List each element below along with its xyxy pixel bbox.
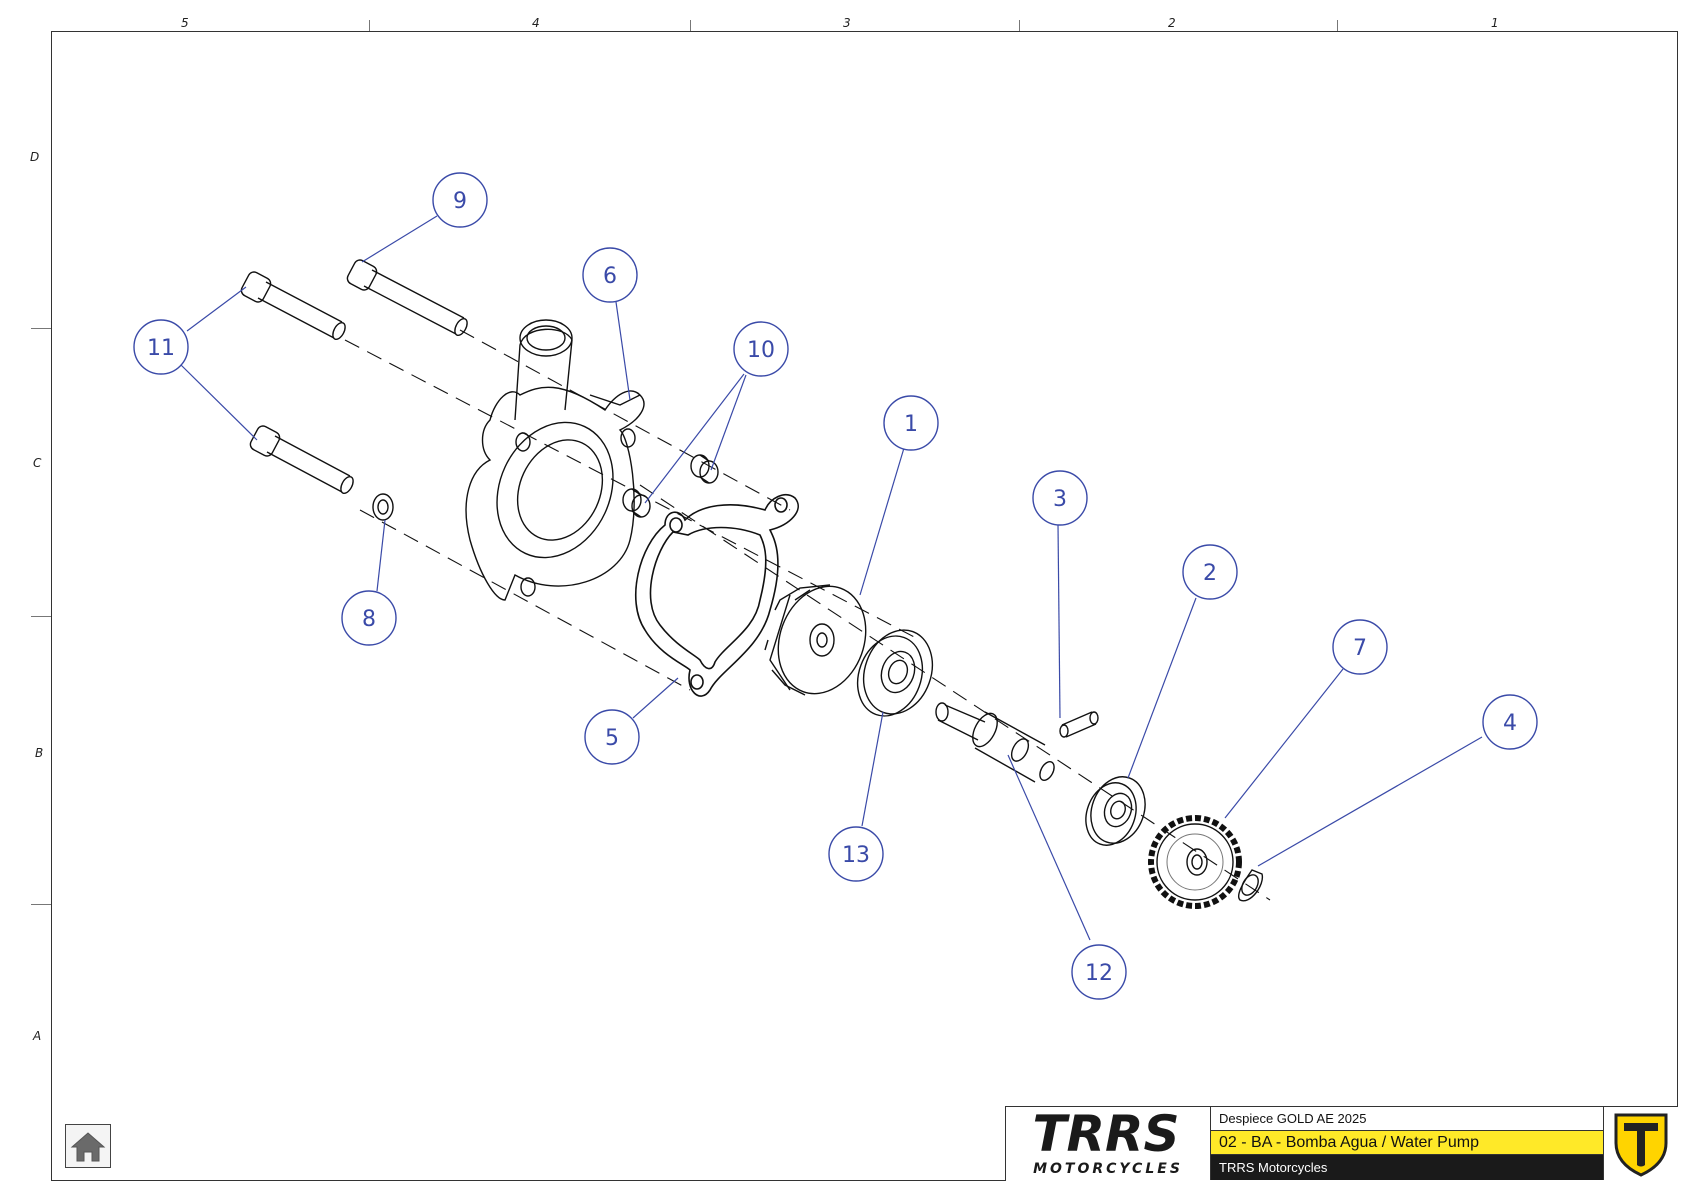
grid-tick: [690, 20, 691, 31]
callout-11-label: 11: [147, 336, 175, 361]
grid-tick: [1337, 20, 1338, 31]
callout-2: 2: [1182, 544, 1238, 600]
bolt-9: [346, 259, 468, 336]
grid-col-3: 3: [843, 16, 851, 30]
callout-1: 1: [883, 395, 939, 451]
grid-col-4: 4: [532, 16, 540, 30]
callout-3: 3: [1032, 470, 1088, 526]
leader-lines: [180, 215, 1483, 941]
bearing-13: [856, 629, 934, 717]
grid-row-a: A: [33, 1029, 42, 1043]
callout-9-label: 9: [453, 189, 467, 214]
callout-10: 10: [733, 321, 789, 377]
document-title: Despiece GOLD AE 2025: [1211, 1107, 1603, 1131]
callout-4-label: 4: [1503, 711, 1517, 736]
pin-3: [1059, 711, 1099, 738]
spacer-10-a: [622, 488, 651, 518]
title-block: TRRS MOTORCYCLES Despiece GOLD AE 2025 0…: [1005, 1105, 1679, 1181]
callout-3-label: 3: [1053, 487, 1067, 512]
bolt-11-lower: [249, 425, 354, 494]
logo-sub: MOTORCYCLES: [1033, 1161, 1183, 1177]
grid-tick: [31, 328, 51, 329]
callout-8-label: 8: [362, 607, 376, 632]
callout-4: 4: [1482, 694, 1538, 750]
callout-13-label: 13: [842, 843, 870, 868]
washer-8: [372, 493, 394, 521]
callout-10-label: 10: [747, 338, 775, 363]
callout-7: 7: [1332, 619, 1388, 675]
callout-12-label: 12: [1085, 961, 1113, 986]
spacer-10-b: [690, 454, 719, 484]
grid-tick: [31, 904, 51, 905]
grid-row-d: D: [30, 150, 40, 164]
callout-5: 5: [584, 709, 640, 765]
callout-1-label: 1: [904, 412, 918, 437]
grid-col-5: 5: [181, 16, 189, 30]
impeller-1: [764, 584, 867, 696]
callout-5-label: 5: [605, 726, 619, 751]
pump-cover-6: [465, 319, 645, 601]
callout-9: 9: [432, 172, 488, 228]
assembly-axes: [344, 329, 1271, 901]
home-icon: [70, 1132, 106, 1162]
grid-tick: [1019, 20, 1020, 31]
drawing-frame: [51, 31, 1678, 1181]
trrs-logo: TRRS MOTORCYCLES: [1006, 1105, 1211, 1180]
bolt-11-upper: [240, 271, 346, 340]
assembly-title: 02 - BA - Bomba Agua / Water Pump: [1211, 1131, 1603, 1155]
callout-6-label: 6: [603, 264, 617, 289]
grid-tick: [369, 20, 370, 31]
shaft-12: [935, 702, 1055, 783]
callout-6: 6: [582, 247, 638, 303]
grid-row-c: C: [33, 456, 42, 470]
home-button[interactable]: [65, 1124, 111, 1168]
callout-8: 8: [341, 590, 397, 646]
company-name: TRRS Motorcycles: [1211, 1155, 1603, 1180]
callout-11: 11: [133, 319, 189, 375]
grid-row-b: B: [35, 746, 44, 760]
callout-13: 13: [828, 826, 884, 882]
logo-main: TRRS: [1032, 1107, 1179, 1163]
grid-col-2: 2: [1168, 16, 1176, 30]
callout-12: 12: [1071, 944, 1127, 1000]
grid-tick: [31, 616, 51, 617]
grid-col-1: 1: [1491, 16, 1499, 30]
bearing-2: [1085, 776, 1146, 846]
callout-balloons: 9 6 11 10 1 3 2 7: [133, 172, 1538, 1000]
gear-7: [1148, 815, 1242, 909]
callout-7-label: 7: [1353, 636, 1367, 661]
trrs-emblem-icon: [1603, 1107, 1679, 1180]
gasket-5: [634, 494, 799, 697]
callout-2-label: 2: [1203, 561, 1217, 586]
circlip-4: [1238, 869, 1264, 902]
